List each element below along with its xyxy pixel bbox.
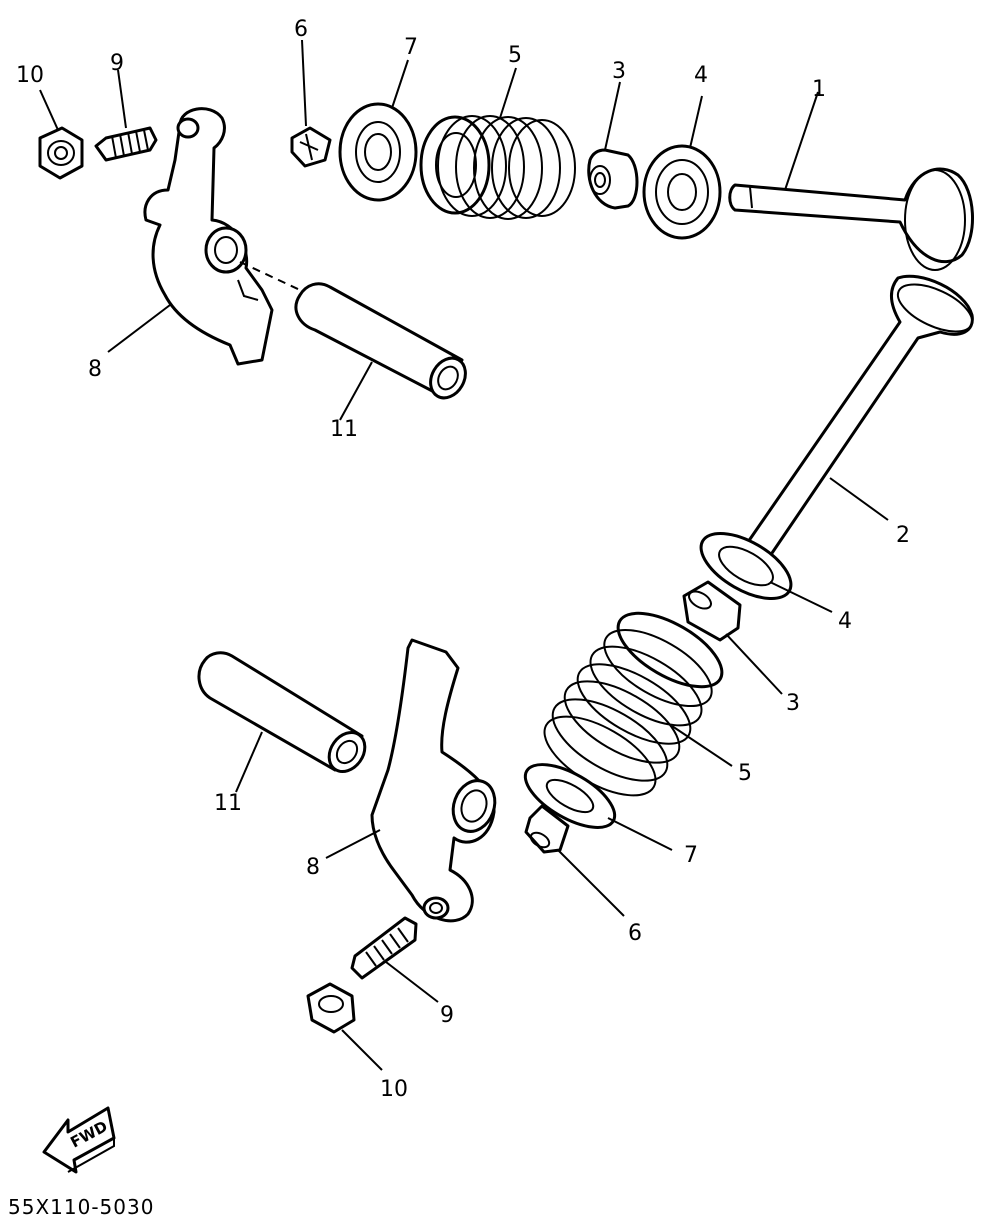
spring-seat-top — [338, 102, 418, 202]
valve-exhaust — [746, 274, 974, 558]
valve-cotter-top — [290, 126, 332, 168]
nut-bottom — [306, 982, 356, 1034]
leader-lines — [39, 39, 889, 1071]
label-1: 1 — [812, 77, 826, 102]
label-9-top: 9 — [110, 51, 124, 76]
label-3-top: 3 — [612, 59, 626, 84]
spring-seat-lower-top — [642, 144, 722, 240]
rocker-shaft-bottom — [197, 651, 367, 773]
label-7-diag: 7 — [684, 843, 698, 868]
label-6-diag: 6 — [628, 921, 642, 946]
label-2: 2 — [896, 523, 910, 548]
valve-spring-top — [419, 115, 576, 220]
label-4-top: 4 — [694, 63, 708, 88]
label-4-diag: 4 — [838, 609, 852, 634]
diagram-code: 55X110-5030 — [8, 1195, 154, 1219]
adjusting-screw-bottom — [350, 916, 418, 980]
valve-spring-diag — [543, 611, 724, 797]
label-11-bottom: 11 — [214, 791, 242, 816]
label-9-bottom: 9 — [440, 1003, 454, 1028]
label-11-top: 11 — [330, 417, 358, 442]
valve-cotter-diag — [524, 804, 570, 854]
valve-intake — [728, 167, 974, 271]
label-3-diag: 3 — [786, 691, 800, 716]
forward-arrow-icon: FWD — [42, 1106, 116, 1174]
label-5-top: 5 — [508, 43, 522, 68]
label-7-top: 7 — [404, 35, 418, 60]
stem-seal-diag — [682, 580, 742, 642]
label-8-bottom: 8 — [306, 855, 320, 880]
rocker-arm-bottom — [370, 638, 497, 923]
label-10-bottom: 10 — [380, 1077, 408, 1102]
nut-top — [38, 126, 84, 180]
adjusting-screw-top — [94, 126, 158, 162]
stem-seal-top — [587, 148, 639, 210]
rocker-shaft-top — [294, 282, 467, 400]
label-10-top: 10 — [16, 63, 44, 88]
label-6-top: 6 — [294, 17, 308, 42]
label-8-top: 8 — [88, 357, 102, 382]
label-5-diag: 5 — [738, 761, 752, 786]
rocker-arm-top — [143, 107, 301, 366]
